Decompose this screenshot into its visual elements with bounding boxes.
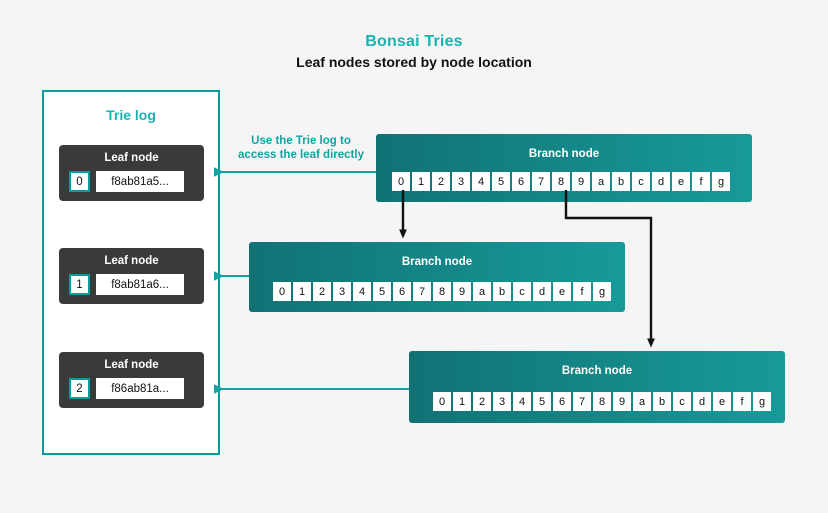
branch-node-2-cell-g[interactable]: g [593, 282, 611, 301]
branch-node-1-cell-b[interactable]: b [612, 172, 630, 191]
leaf-node-row: 2 f86ab81a... [69, 378, 184, 399]
branch-node-3-cell-5[interactable]: 5 [533, 392, 551, 411]
branch-node-1-cell-8[interactable]: 8 [552, 172, 570, 191]
leaf-index-badge: 2 [69, 378, 90, 399]
leaf-node-1[interactable]: Leaf node 1 f8ab81a6... [59, 248, 204, 304]
branch-node-label: Branch node [528, 148, 600, 160]
branch-node-1-cell-f[interactable]: f [692, 172, 710, 191]
branch-node-2-cell-f[interactable]: f [573, 282, 591, 301]
branch-node-2-cell-b[interactable]: b [493, 282, 511, 301]
leaf-node-0[interactable]: Leaf node 0 f8ab81a5... [59, 145, 204, 201]
branch-node-2-cell-d[interactable]: d [533, 282, 551, 301]
leaf-node-row: 0 f8ab81a5... [69, 171, 184, 192]
branch-node-1-cell-3[interactable]: 3 [452, 172, 470, 191]
branch-node-2-cell-c[interactable]: c [513, 282, 531, 301]
branch-node-3-cell-e[interactable]: e [713, 392, 731, 411]
branch-node-1-cell-7[interactable]: 7 [532, 172, 550, 191]
leaf-hash-value: f8ab81a6... [96, 274, 184, 295]
branch-node-1-cell-a[interactable]: a [592, 172, 610, 191]
branch-node-1-cell-5[interactable]: 5 [492, 172, 510, 191]
branch-node-1-cell-d[interactable]: d [652, 172, 670, 191]
branch-node-3-cell-c[interactable]: c [673, 392, 691, 411]
branch-node-1-cell-6[interactable]: 6 [512, 172, 530, 191]
branch-node-1-cell-1[interactable]: 1 [412, 172, 430, 191]
annotation-line-2: access the leaf directly [238, 149, 364, 161]
branch-node-2-cell-1[interactable]: 1 [293, 282, 311, 301]
branch-node-3-cell-g[interactable]: g [753, 392, 771, 411]
branch-node-1-cell-2[interactable]: 2 [432, 172, 450, 191]
branch-node-1-cell-g[interactable]: g [712, 172, 730, 191]
branch-node-3-cell-9[interactable]: 9 [613, 392, 631, 411]
branch-node-3-cell-8[interactable]: 8 [593, 392, 611, 411]
branch-node-2-cell-3[interactable]: 3 [333, 282, 351, 301]
leaf-node-row: 1 f8ab81a6... [69, 274, 184, 295]
leaf-hash-value: f86ab81a... [96, 378, 184, 399]
branch-node-2-cell-9[interactable]: 9 [453, 282, 471, 301]
branch-node-3-cell-a[interactable]: a [633, 392, 651, 411]
leaf-index-badge: 1 [69, 274, 90, 295]
branch-node-3-cell-4[interactable]: 4 [513, 392, 531, 411]
branch-node-1-cell-e[interactable]: e [672, 172, 690, 191]
branch-node-3-cell-2[interactable]: 2 [473, 392, 491, 411]
branch-node-3-cell-6[interactable]: 6 [553, 392, 571, 411]
branch-node-3-cell-3[interactable]: 3 [493, 392, 511, 411]
branch-node-2-cell-6[interactable]: 6 [393, 282, 411, 301]
branch-node-label: Branch node [401, 256, 473, 268]
branch-node-2-cell-7[interactable]: 7 [413, 282, 431, 301]
trie-log-title: Trie log [106, 107, 156, 123]
branch-node-3-cell-0[interactable]: 0 [433, 392, 451, 411]
branch-node-1-cell-c[interactable]: c [632, 172, 650, 191]
branch-node-2-cell-e[interactable]: e [553, 282, 571, 301]
leaf-node-2[interactable]: Leaf node 2 f86ab81a... [59, 352, 204, 408]
branch-node-label: Branch node [561, 365, 633, 377]
leaf-node-label: Leaf node [104, 152, 159, 164]
branch-node-1-cell-9[interactable]: 9 [572, 172, 590, 191]
branch-node-3-cell-1[interactable]: 1 [453, 392, 471, 411]
branch-node-3-cell-f[interactable]: f [733, 392, 751, 411]
branch-node-3-cell-7[interactable]: 7 [573, 392, 591, 411]
branch-node-3-cell-b[interactable]: b [653, 392, 671, 411]
leaf-index-badge: 0 [69, 171, 90, 192]
connector-branch1-to-branch3 [564, 190, 655, 348]
branch-node-1-cell-4[interactable]: 4 [472, 172, 490, 191]
branch-node-3-cell-d[interactable]: d [693, 392, 711, 411]
trie-log-annotation: Use the Trie log to access the leaf dire… [222, 134, 380, 162]
page-title: Bonsai Tries [365, 33, 463, 50]
branch-node-1-cell-0[interactable]: 0 [392, 172, 410, 191]
branch-node-2-cell-8[interactable]: 8 [433, 282, 451, 301]
leaf-node-label: Leaf node [104, 255, 159, 267]
annotation-line-1: Use the Trie log to [251, 135, 351, 147]
branch-node-2-cell-2[interactable]: 2 [313, 282, 331, 301]
branch-node-2-cell-a[interactable]: a [473, 282, 491, 301]
leaf-node-label: Leaf node [104, 359, 159, 371]
branch-node-2-cell-0[interactable]: 0 [273, 282, 291, 301]
page-subtitle: Leaf nodes stored by node location [296, 54, 532, 70]
leaf-hash-value: f8ab81a5... [96, 171, 184, 192]
branch-node-2-cell-4[interactable]: 4 [353, 282, 371, 301]
branch-node-2-cell-5[interactable]: 5 [373, 282, 391, 301]
